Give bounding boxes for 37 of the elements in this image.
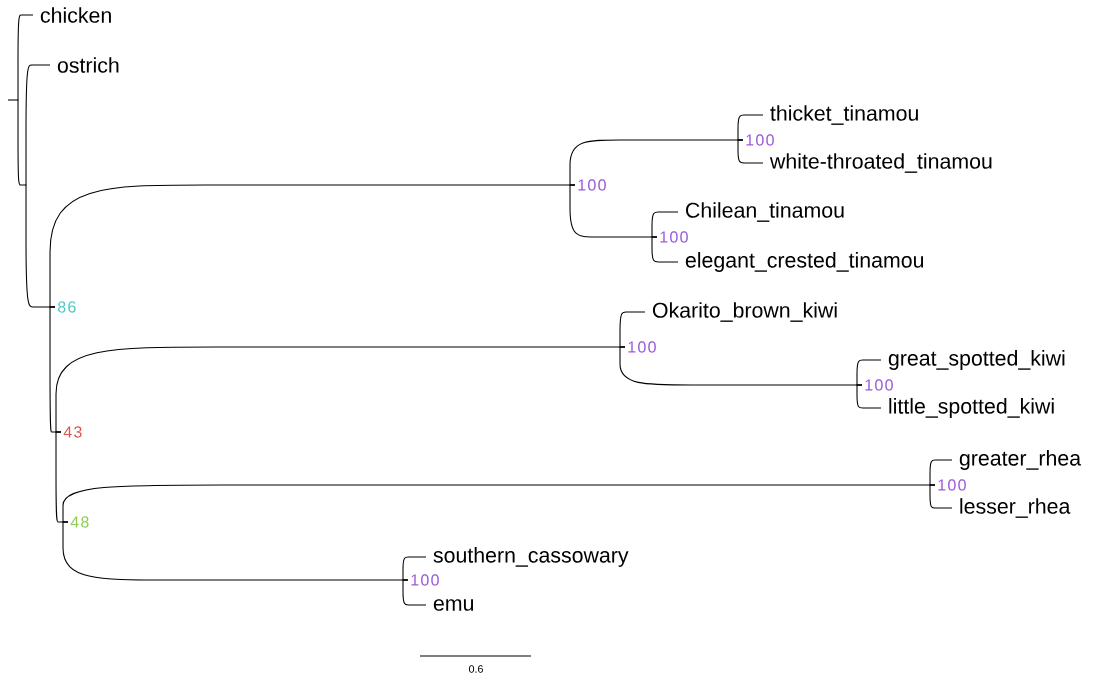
tree-branch — [402, 579, 427, 606]
scale-label: 0.6 — [469, 665, 483, 673]
leaf-label: Chilean_tinamou — [686, 202, 844, 222]
tree-branch — [929, 484, 953, 509]
support-value: 100 — [411, 574, 439, 586]
support-value: 100 — [628, 341, 656, 353]
leaf-label: southern_cassowary — [433, 547, 629, 567]
leaf-label: greater_rhea — [959, 450, 1082, 470]
support-value: 43 — [63, 426, 82, 438]
leaf-label: elegant_crested_tinamou — [685, 252, 924, 272]
leaf-label: little_spotted_kiwi — [889, 398, 1054, 418]
support-value: 86 — [57, 301, 76, 313]
tree-branch — [651, 236, 679, 263]
support-value: 100 — [746, 134, 774, 146]
support-value: 100 — [660, 231, 688, 243]
leaf-label: Okarito_brown_kiwi — [652, 302, 837, 322]
leaf-label: great_spotted_kiwi — [888, 350, 1065, 370]
tree-branch — [25, 64, 51, 186]
tree-branch — [402, 556, 427, 581]
tree-branch — [737, 114, 764, 141]
leaf-label: ostrich — [57, 57, 119, 73]
tree-branch — [651, 211, 679, 238]
leaf-label: chicken — [40, 7, 111, 23]
leaf-label: white-throated_tinamou — [769, 153, 992, 173]
support-value: 100 — [938, 479, 966, 491]
leaf-label: emu — [433, 599, 474, 611]
support-value: 48 — [70, 516, 89, 528]
support-value: 100 — [865, 379, 893, 391]
tree-branch — [17, 99, 27, 186]
tree-branch — [737, 139, 764, 164]
tree-branch — [856, 359, 882, 386]
tree-branch — [619, 311, 646, 348]
leaf-label: lesser_rhea — [960, 498, 1071, 518]
tree-branch — [929, 459, 953, 486]
leaf-label: thicket_tinamou — [770, 105, 918, 125]
support-value: 100 — [578, 179, 606, 191]
tree-branch — [856, 384, 882, 409]
